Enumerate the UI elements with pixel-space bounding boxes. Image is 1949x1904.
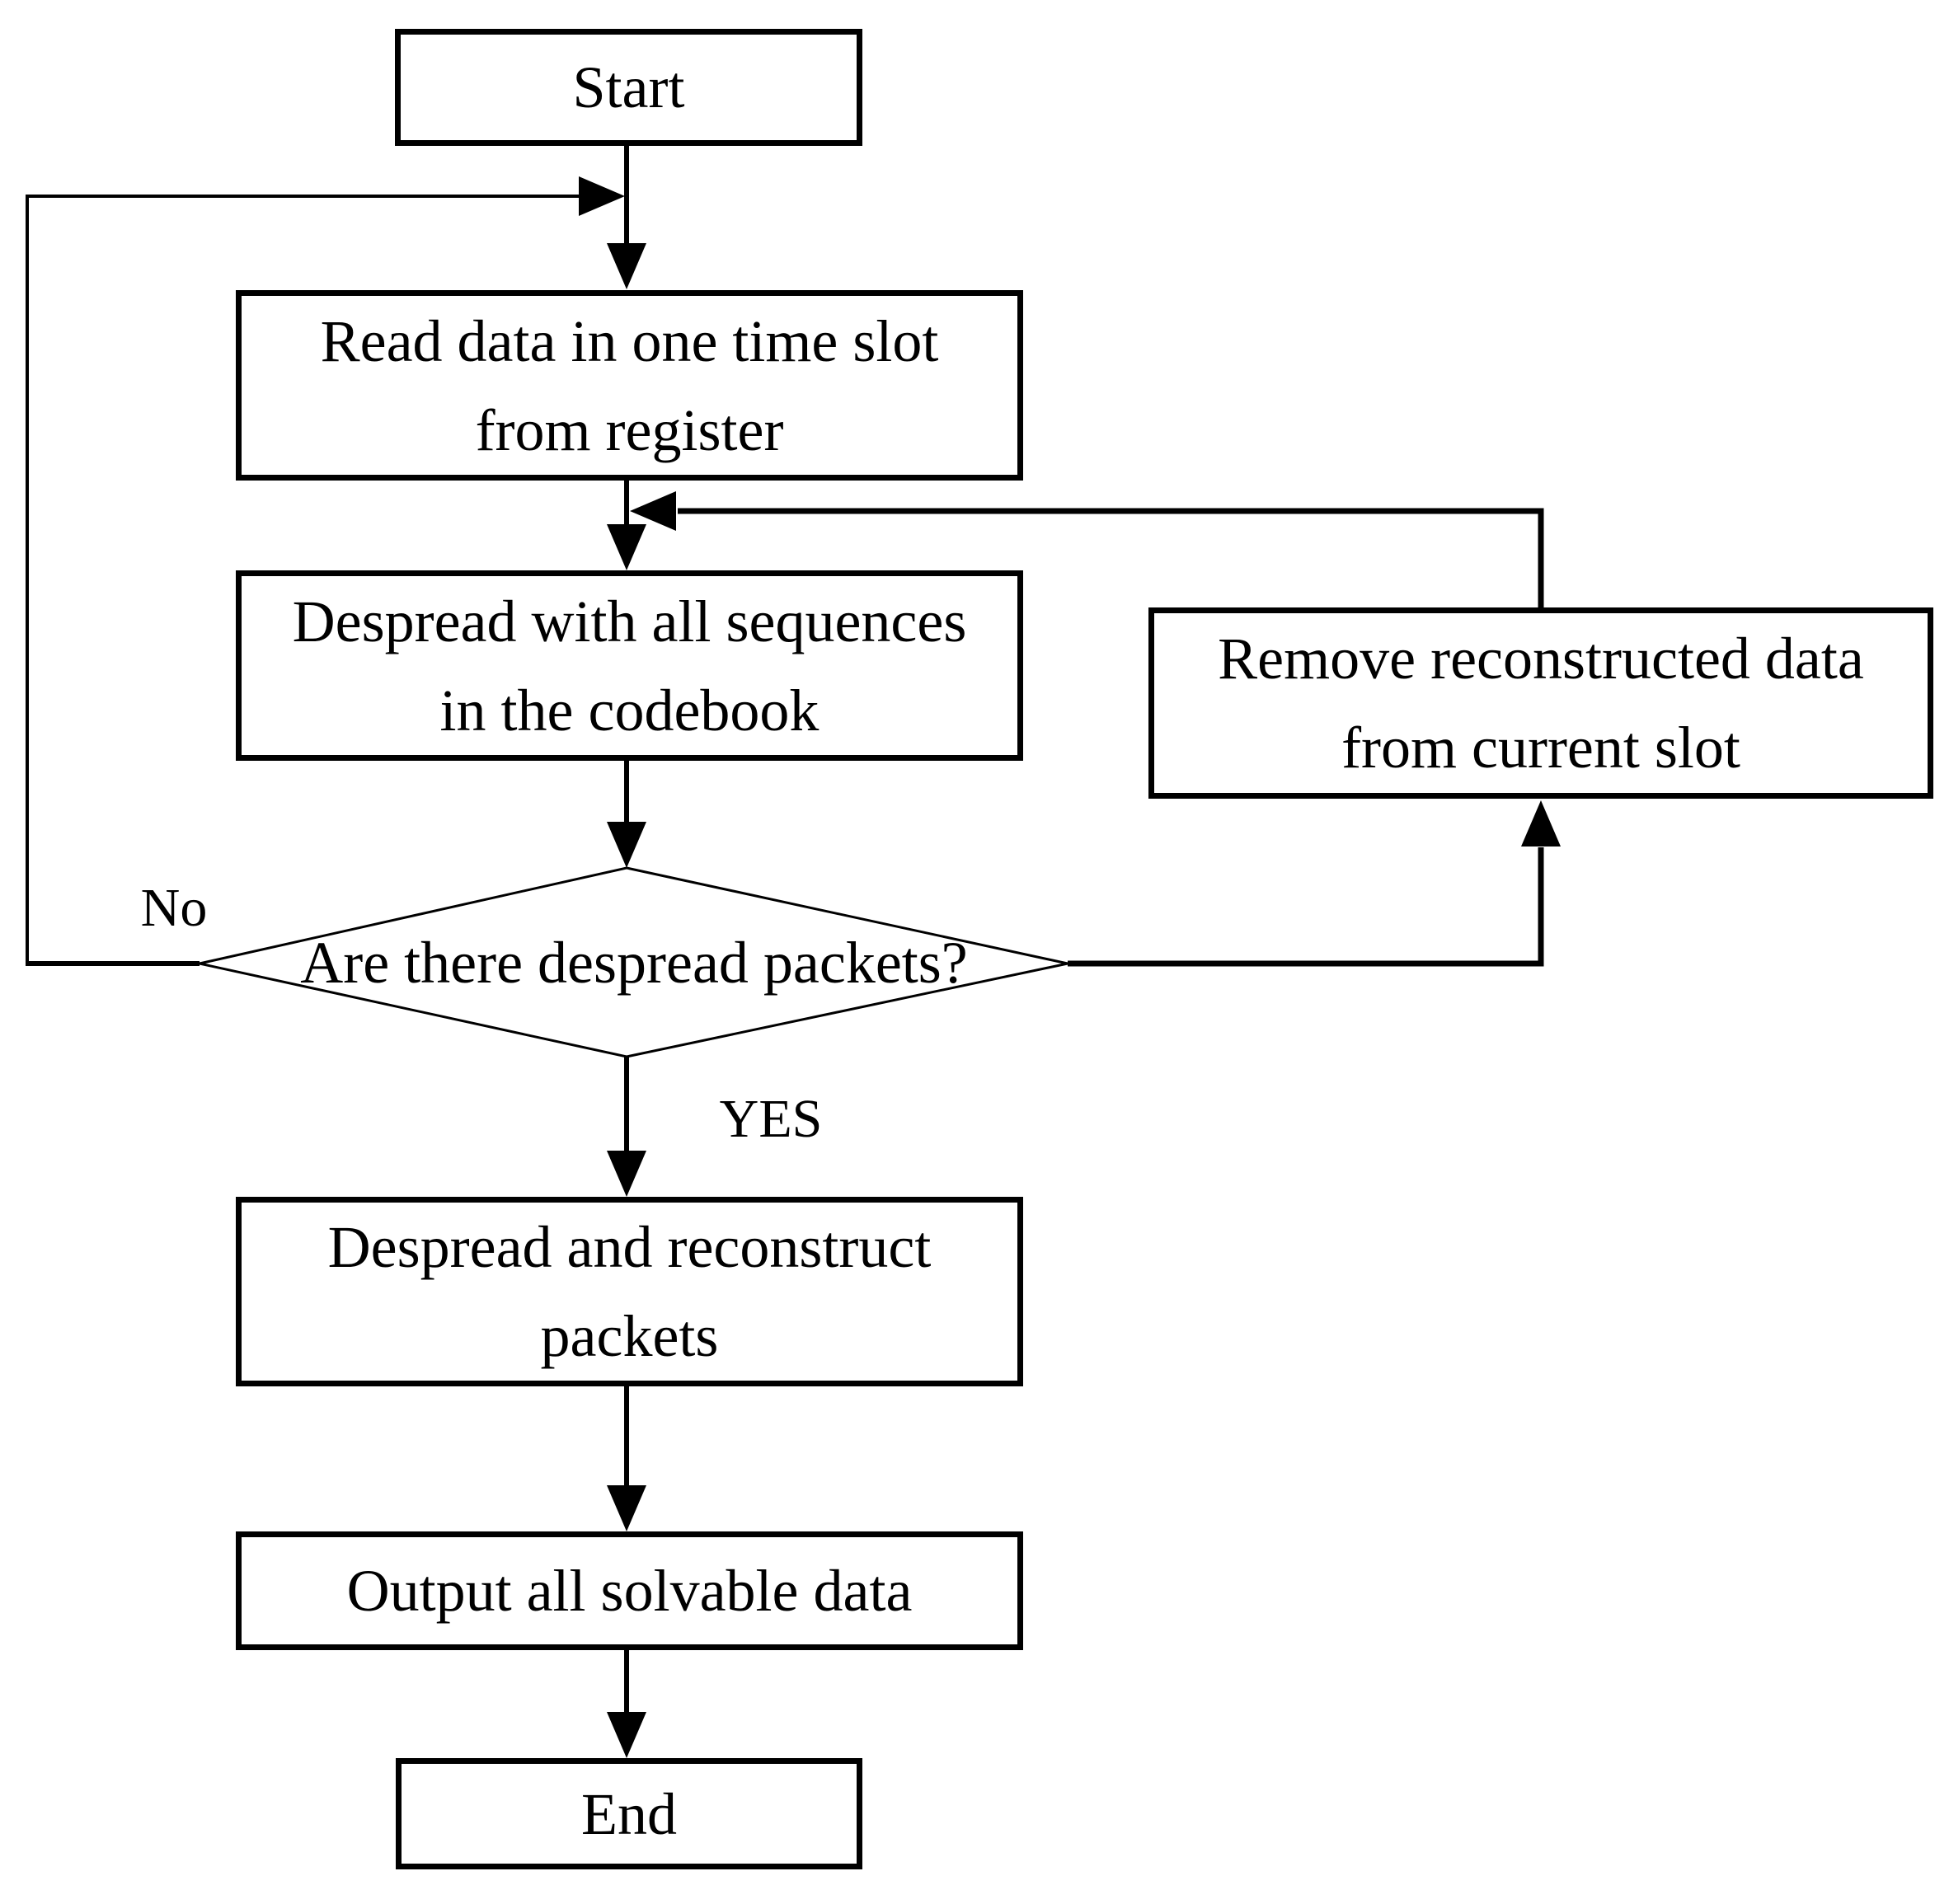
- arrowhead-down-read: [607, 243, 646, 289]
- edge-label-yes: YES: [719, 1089, 823, 1149]
- edge-decision-yes: [607, 1057, 646, 1197]
- arrowhead-up-remove: [1521, 800, 1561, 846]
- arrowhead-left-feedback: [630, 491, 676, 531]
- node-despread-codebook: Despread with all sequences in the codeb…: [236, 570, 1023, 761]
- node-decision-despread-packets: Are there despread packets?: [300, 929, 968, 996]
- node-remove-reconstructed: Remove reconstructed data from current s…: [1148, 607, 1933, 799]
- arrowhead-down-despread: [607, 524, 646, 570]
- edge-output-to-end: [607, 1650, 646, 1758]
- edge-despread-to-decision: [607, 761, 646, 868]
- arrowhead-down-end: [607, 1712, 646, 1758]
- node-output-solvable: Output all solvable data: [236, 1531, 1023, 1650]
- edge-remove-to-despread: [630, 491, 1544, 607]
- arrowhead-right-no-loop: [579, 176, 625, 216]
- edge-decision-no-loop: [26, 176, 625, 966]
- edge-reconstruct-to-output: [607, 1386, 646, 1531]
- node-read-data: Read data in one time slot from register: [236, 290, 1023, 481]
- arrowhead-down-output: [607, 1485, 646, 1531]
- arrowhead-down-reconstruct: [607, 1151, 646, 1197]
- node-start: Start: [395, 29, 862, 146]
- edge-decision-to-remove: [1068, 800, 1561, 967]
- edge-start-to-read: [607, 146, 646, 289]
- arrowhead-down-decision: [607, 822, 646, 868]
- edge-label-no: No: [140, 878, 208, 938]
- node-end: End: [396, 1758, 862, 1869]
- node-despread-reconstruct: Despread and reconstruct packets: [236, 1197, 1023, 1386]
- edge-read-to-despread: [607, 481, 646, 570]
